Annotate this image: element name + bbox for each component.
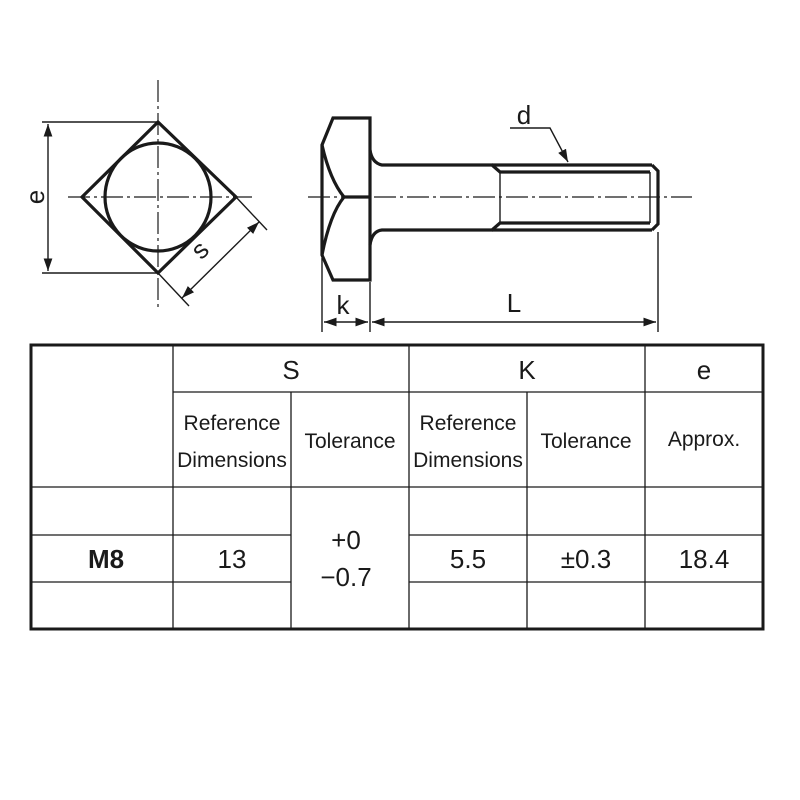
- dimension-table: S K e Reference Dimensions Tolerance Ref…: [29, 343, 765, 631]
- d-leader: [510, 127, 569, 163]
- s-tolerance-plus: +0: [331, 525, 361, 555]
- head-chamfer-arc: [320, 144, 347, 256]
- s-tolerance-minus: −0.7: [320, 562, 371, 592]
- header-e: e: [697, 355, 711, 385]
- d-label: d: [517, 100, 531, 130]
- s-dimension-line: [181, 221, 260, 299]
- L-label: L: [507, 288, 521, 318]
- s-label: s: [184, 234, 214, 264]
- e-label: e: [20, 190, 50, 204]
- k-tolerance-value: ±0.3: [561, 544, 611, 574]
- k-tolerance-header: Tolerance: [540, 430, 631, 453]
- e-approx-header: Approx.: [668, 428, 740, 451]
- header-S: S: [282, 355, 299, 385]
- header-K: K: [518, 355, 536, 385]
- s-extension-line: [235, 196, 268, 231]
- k-reference-header: Reference: [420, 412, 517, 435]
- k-label: k: [337, 290, 351, 320]
- thread-chamfer: [650, 163, 660, 232]
- s-reference-header: Reference: [184, 412, 281, 435]
- size-cell: M8: [88, 544, 124, 574]
- s-extension-line: [157, 272, 190, 307]
- k-dimensions-header: Dimensions: [413, 449, 523, 472]
- shank-bottom: [368, 221, 650, 246]
- bolt-head: [320, 116, 372, 282]
- s-reference-value: 13: [218, 544, 247, 574]
- s-dimensions-header: Dimensions: [177, 449, 287, 472]
- bolt-side-view: d k L: [308, 100, 692, 332]
- k-reference-value: 5.5: [450, 544, 486, 574]
- s-tolerance-header: Tolerance: [304, 430, 395, 453]
- shank-top: [368, 149, 650, 174]
- shank-circle: [103, 141, 213, 253]
- e-approx-value: 18.4: [679, 544, 730, 574]
- square-head-view: e s: [20, 80, 268, 310]
